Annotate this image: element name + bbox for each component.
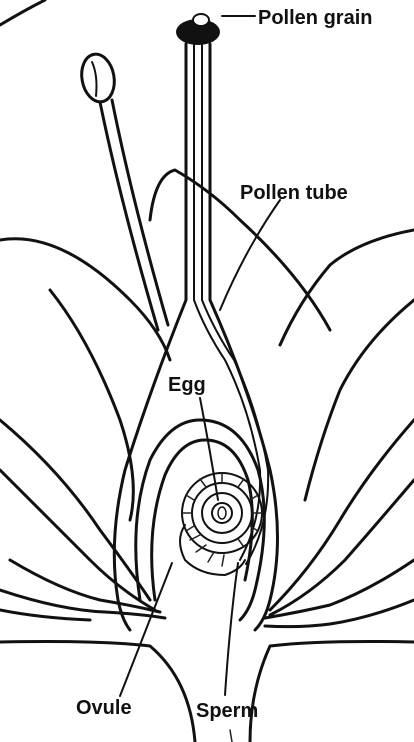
receptacle [0,642,414,742]
leader-lines [120,16,280,696]
label-pollen-grain: Pollen grain [258,7,372,29]
label-pollen-tube: Pollen tube [240,182,348,204]
corner-petal-edge [0,0,45,25]
label-sperm: Sperm [196,700,258,722]
label-egg: Egg [168,374,206,396]
ovary-wall [136,420,265,620]
stamen [78,52,168,330]
label-ovule: Ovule [76,697,132,719]
left-petals [0,239,170,620]
right-petals [150,170,414,627]
pollen-grain [176,14,220,45]
